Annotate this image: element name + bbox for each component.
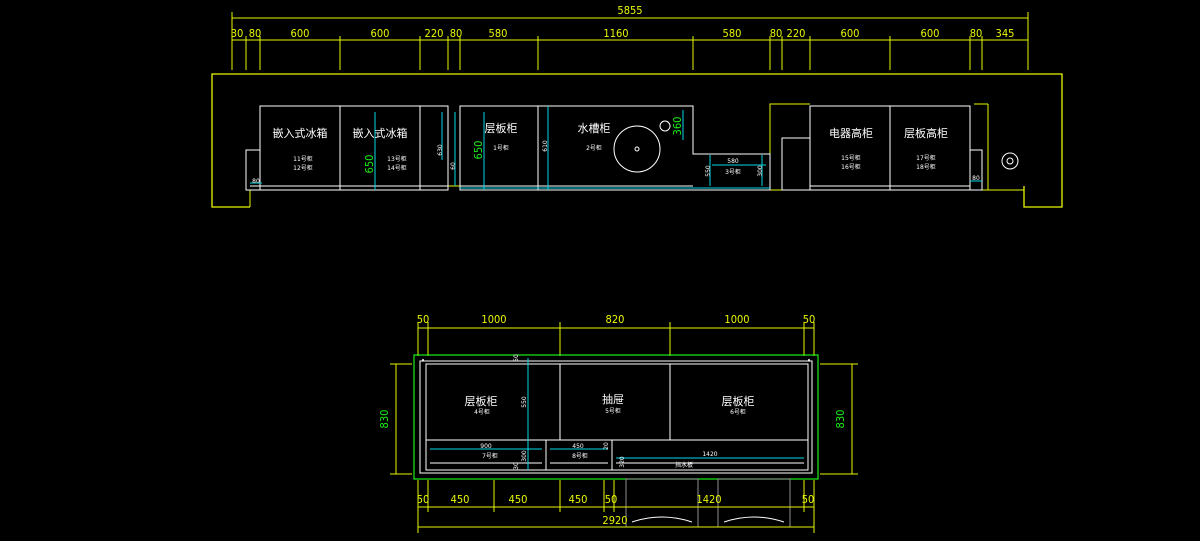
cabinet-number: 15号柜 [841,154,861,162]
dim-seg: 80 [970,27,983,40]
dim-seg: 600 [371,27,390,40]
cabinet-number: 3号柜 [725,168,741,176]
dim-seg: 50 [417,313,430,326]
inner-dim: 80 [972,175,980,182]
cabinet-number: 13号柜 [387,155,407,163]
dim-seg: 220 [787,27,806,40]
top-dimension-chain: 5855 30 80 600 600 220 80 580 1160 580 8… [231,4,1029,70]
bottom-side-dims: 830 830 [378,363,858,475]
top-plan-labels: 嵌入式冰箱 11号柜 12号柜 嵌入式冰箱 13号柜 14号柜 层板柜 1号柜 … [252,117,980,185]
dim-seg: 450 [451,493,470,506]
cabinet-number: 6号柜 [730,408,746,416]
dim-seg: 600 [841,27,860,40]
cabinet-title: 层板高柜 [904,126,948,140]
inner-dim: 20 [603,442,610,450]
cabinet-number: 18号柜 [916,163,936,171]
cabinet-number: 7号柜 [482,452,498,460]
cabinet-number: 16号柜 [841,163,861,171]
cabinet-number: 5号柜 [605,407,621,415]
inner-dim: 30 [513,462,520,470]
dim-seg: 580 [723,27,742,40]
inner-dim: 630 [437,144,444,156]
cabinet-title: 抽屉 [602,392,624,406]
inner-dim: 550 [705,165,712,177]
bottom-dimension-chain-bottom: 50 450 450 450 50 1420 50 2920 [417,480,815,533]
dim-seg: 30 [231,27,244,40]
dim-seg: 580 [489,27,508,40]
dim-seg: 1160 [603,27,628,40]
bottom-dimension-chain-top: 50 1000 820 1000 50 [417,313,816,356]
cabinet-number: 2号柜 [586,144,602,152]
inner-dim: 1420 [702,451,717,458]
dim-seg: 220 [425,27,444,40]
inner-dim: 550 [521,396,528,408]
pipe-circle [1001,152,1019,170]
sink-bowl [613,125,661,173]
bottom-plan-body [413,354,819,528]
cabinet-title: 嵌入式冰箱 [353,126,408,140]
inner-dim: 360 [671,117,684,136]
cabinet-number: 8号柜 [572,452,588,460]
dim-seg: 600 [921,27,940,40]
inner-dim: 650 [363,155,376,174]
inner-dim: 320 [619,456,626,468]
cabinet-title: 层板柜 [722,394,755,408]
dim-seg: 450 [509,493,528,506]
faucet [659,120,671,132]
inner-dim: 50 [513,354,520,362]
cabinet-title: 嵌入式冰箱 [273,126,328,140]
inner-dim: 450 [572,443,584,450]
top-plan-cabinets [245,105,1019,191]
cabinet-title: 电器高柜 [829,126,873,140]
dim-seg: 1000 [481,313,506,326]
cabinet-number: 12号柜 [293,164,313,172]
dim-seg: 80 [249,27,262,40]
side-dim-left: 830 [378,410,391,429]
dim-seg: 820 [606,313,625,326]
cabinet-number: 4号柜 [474,408,490,416]
dim-seg: 80 [450,27,463,40]
dim-overall-bottom: 2920 [602,514,627,527]
inner-dim: 80 [252,178,260,185]
dim-seg: 50 [605,493,618,506]
cabinet-title: 水槽柜 [578,122,611,135]
sink-board-label: 挡水板 [675,461,693,469]
inner-dim: 610 [542,140,549,152]
dim-seg: 1420 [696,493,721,506]
inner-dim: 580 [727,158,739,165]
side-dim-right: 830 [834,410,847,429]
dim-overall-top: 5855 [617,4,642,17]
bottom-plan-labels: 层板柜 4号柜 抽屉 5号柜 层板柜 6号柜 900 7号柜 450 8号柜 1… [465,354,755,470]
dim-seg: 50 [803,313,816,326]
dim-seg: 80 [770,27,783,40]
cabinet-number: 1号柜 [493,144,509,152]
dim-seg: 450 [569,493,588,506]
inner-dim: 300 [521,450,528,462]
dim-seg: 1000 [724,313,749,326]
cabinet-title: 层板柜 [465,394,498,408]
dim-seg: 50 [802,493,815,506]
dim-seg: 50 [417,493,430,506]
sink-drain [634,146,640,152]
cabinet-number: 11号柜 [293,155,313,163]
dim-seg: 600 [291,27,310,40]
cabinet-number: 14号柜 [387,164,407,172]
cabinet-number: 17号柜 [916,154,936,162]
inner-dim: 300 [757,165,764,177]
inner-dim: 650 [472,141,485,160]
cabinet-title: 层板柜 [485,121,518,135]
inner-dim: 900 [480,443,492,450]
inner-dim: 60 [450,162,457,170]
dim-seg: 345 [996,27,1015,40]
